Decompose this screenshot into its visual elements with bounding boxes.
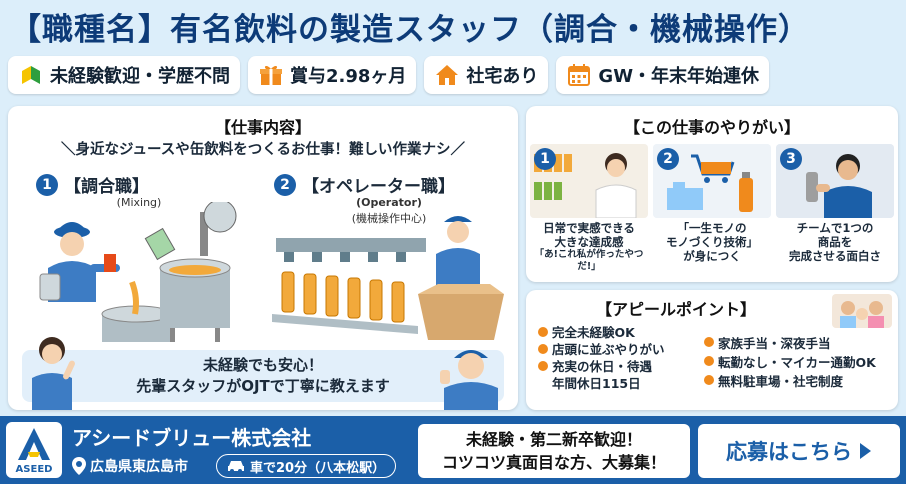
apply-button[interactable]: 応募はこちら xyxy=(698,424,900,478)
caption-line: 日常で実感できる xyxy=(543,221,635,235)
step-number: 3 xyxy=(780,148,802,170)
appeal-list-right: 家族手当・深夜手当 転勤なし・マイカー通勤OK 無料駐車場・社宅制度 xyxy=(704,334,876,391)
rewarding-quote: 「あ!これ私が作ったやつだ!」 xyxy=(534,249,644,272)
team-member-photo: 3 xyxy=(776,144,894,218)
beginner-mark-icon xyxy=(18,62,44,88)
bullet-icon xyxy=(704,356,714,366)
caption-line: 「一生モノの xyxy=(677,221,747,235)
training-note: 未経験でも安心！ 先輩スタッフがOJTで丁寧に教えます xyxy=(22,350,504,402)
appeal-text: 店頭に並ぶやりがい xyxy=(552,342,665,357)
page-title: 【職種名】有名飲料の製造スタッフ（調合・機械操作） xyxy=(10,12,810,48)
footer-bar: ASEED アシードブリュー株式会社 広島県東広島市 車で20分（八本松駅） 未… xyxy=(0,416,906,484)
role-title: 【オペレーター職】 xyxy=(302,177,455,197)
badge-holiday: GW・年末年始連休 xyxy=(556,56,770,94)
role-mixing-heading: 1 【調合職】 xyxy=(36,172,149,197)
bullet-icon xyxy=(538,344,548,354)
rewarding-caption: 日常で実感できる 大きな達成感 xyxy=(530,221,648,249)
bullet-icon xyxy=(704,375,714,385)
house-icon xyxy=(434,62,460,88)
appeal-item: 転勤なし・マイカー通勤OK xyxy=(704,353,876,372)
caption-line: チームで1つの xyxy=(796,221,874,235)
role-operator-heading: 2 【オペレーター職】 xyxy=(274,172,455,197)
step-number: 1 xyxy=(534,148,556,170)
badge-row: 未経験歓迎・学歴不問 賞与2.98ヶ月 社宅あり GW・年末年始連休 xyxy=(8,56,898,96)
store-shelf-photo: 1 xyxy=(530,144,648,218)
job-heading: 【仕事内容】 xyxy=(214,118,311,137)
role-sub-detail: (機械操作中心) xyxy=(351,212,427,225)
note-line: 未経験でも安心！ xyxy=(202,356,323,374)
appeal-item: 店頭に並ぶやりがい xyxy=(538,341,665,358)
appeal-item: 充実の休日・待遇 xyxy=(538,358,665,375)
caption-line: 大きな達成感 xyxy=(554,235,624,249)
appeal-list-left: 完全未経験OK 店頭に並ぶやりがい 充実の休日・待遇 年間休日115日 xyxy=(538,324,665,392)
job-description-panel: 【仕事内容】 ＼身近なジュースや缶飲料をつくるお仕事！難しい作業ナシ／ 1 【調… xyxy=(8,106,518,410)
note-line: 先輩スタッフがOJTで丁寧に教えます xyxy=(136,377,390,395)
role-sub: (Operator) xyxy=(356,196,422,209)
gift-icon xyxy=(258,62,284,88)
step-number: 2 xyxy=(274,173,296,196)
badge-housing: 社宅あり xyxy=(424,56,549,94)
rewarding-caption: 「一生モノの モノづくり技術」 が身につく xyxy=(653,221,771,263)
location-text: 広島県東広島市 xyxy=(90,459,188,475)
operator-illustration xyxy=(272,216,504,340)
appeal-text: 無料駐車場・社宅制度 xyxy=(718,374,844,389)
rewarding-caption: チームで1つの 商品を 完成させる面白さ xyxy=(776,221,894,263)
rewarding-item: 2 「一生モノの モノづくり技術」 が身につく xyxy=(653,144,771,263)
location: 広島県東広島市 xyxy=(72,456,188,476)
badge-label: GW・年末年始連休 xyxy=(598,66,760,87)
caption-line: モノづくり技術」 xyxy=(666,235,758,249)
job-subheading: ＼身近なジュースや缶飲料をつくるお仕事！難しい作業ナシ／ xyxy=(61,142,465,158)
rewarding-heading: 【この仕事のやりがい】 xyxy=(623,118,800,137)
access-text: 車で20分（八本松駅） xyxy=(250,460,386,476)
appeal-item: 家族手当・深夜手当 xyxy=(704,334,876,353)
caption-line: 商品を xyxy=(817,235,853,249)
family-photo xyxy=(832,294,892,328)
role-sub: (Mixing) xyxy=(116,196,162,209)
caption-line: が身につく xyxy=(683,249,741,263)
appeal-text: 充実の休日・待遇 xyxy=(552,359,653,374)
company-name: アシードブリュー株式会社 xyxy=(72,426,312,450)
caption-line: 完成させる面白さ xyxy=(789,249,881,263)
badge-bonus: 賞与2.98ヶ月 xyxy=(248,56,417,94)
bullet-icon xyxy=(704,337,714,347)
appeal-text: 年間休日115日 xyxy=(552,376,641,391)
chevron-right-icon xyxy=(860,443,871,459)
man-thumbs-up-illustration xyxy=(440,350,498,410)
woman-illustration xyxy=(32,337,75,410)
appeal-panel: 【アピールポイント】 完全未経験OK 店頭に並ぶやりがい 充実の休日・待遇 年間… xyxy=(526,290,898,410)
rewarding-item: 1 日常で実感できる 大きな達成感 「あ!これ私が作ったやつだ!」 xyxy=(530,144,648,273)
map-pin-icon xyxy=(72,457,86,475)
company-logo: ASEED xyxy=(6,422,62,478)
welcome-line: コツコツ真面目な方、大募集！ xyxy=(441,453,666,472)
appeal-text: 家族手当・深夜手当 xyxy=(718,336,831,351)
apply-label: 応募はこちら xyxy=(726,440,852,464)
logo-text: ASEED xyxy=(16,464,53,475)
appeal-heading: 【アピールポイント】 xyxy=(595,300,756,319)
step-number: 1 xyxy=(36,173,58,196)
bullet-icon xyxy=(538,361,548,371)
step-number: 2 xyxy=(657,148,679,170)
welcome-message: 未経験・第二新卒歓迎！ コツコツ真面目な方、大募集！ xyxy=(418,424,690,478)
appeal-text: 完全未経験OK xyxy=(552,325,635,340)
rewarding-item: 3 チームで1つの 商品を 完成させる面白さ xyxy=(776,144,894,263)
badge-label: 社宅あり xyxy=(466,66,539,87)
rewarding-panel: 【この仕事のやりがい】 1 日常で実感できる 大きな達成感 「あ!これ私が作った… xyxy=(526,106,898,282)
role-title: 【調合職】 xyxy=(64,177,149,197)
badge-label: 未経験歓迎・学歴不問 xyxy=(50,66,230,87)
bullet-icon xyxy=(538,327,548,337)
appeal-item: 完全未経験OK xyxy=(538,324,665,341)
appeal-item: 無料駐車場・社宅制度 xyxy=(704,372,876,391)
badge-label: 賞与2.98ヶ月 xyxy=(290,66,407,87)
car-icon xyxy=(228,461,244,473)
access-info: 車で20分（八本松駅） xyxy=(216,454,397,478)
badge-beginner: 未経験歓迎・学歴不問 xyxy=(8,56,240,94)
manufacturing-icon-graphic: 2 xyxy=(653,144,771,218)
calendar-icon xyxy=(566,62,592,88)
welcome-line: 未経験・第二新卒歓迎！ xyxy=(465,430,642,449)
mixing-illustration xyxy=(39,202,237,342)
appeal-item: 年間休日115日 xyxy=(538,375,665,392)
appeal-text: 転勤なし・マイカー通勤OK xyxy=(718,355,876,370)
